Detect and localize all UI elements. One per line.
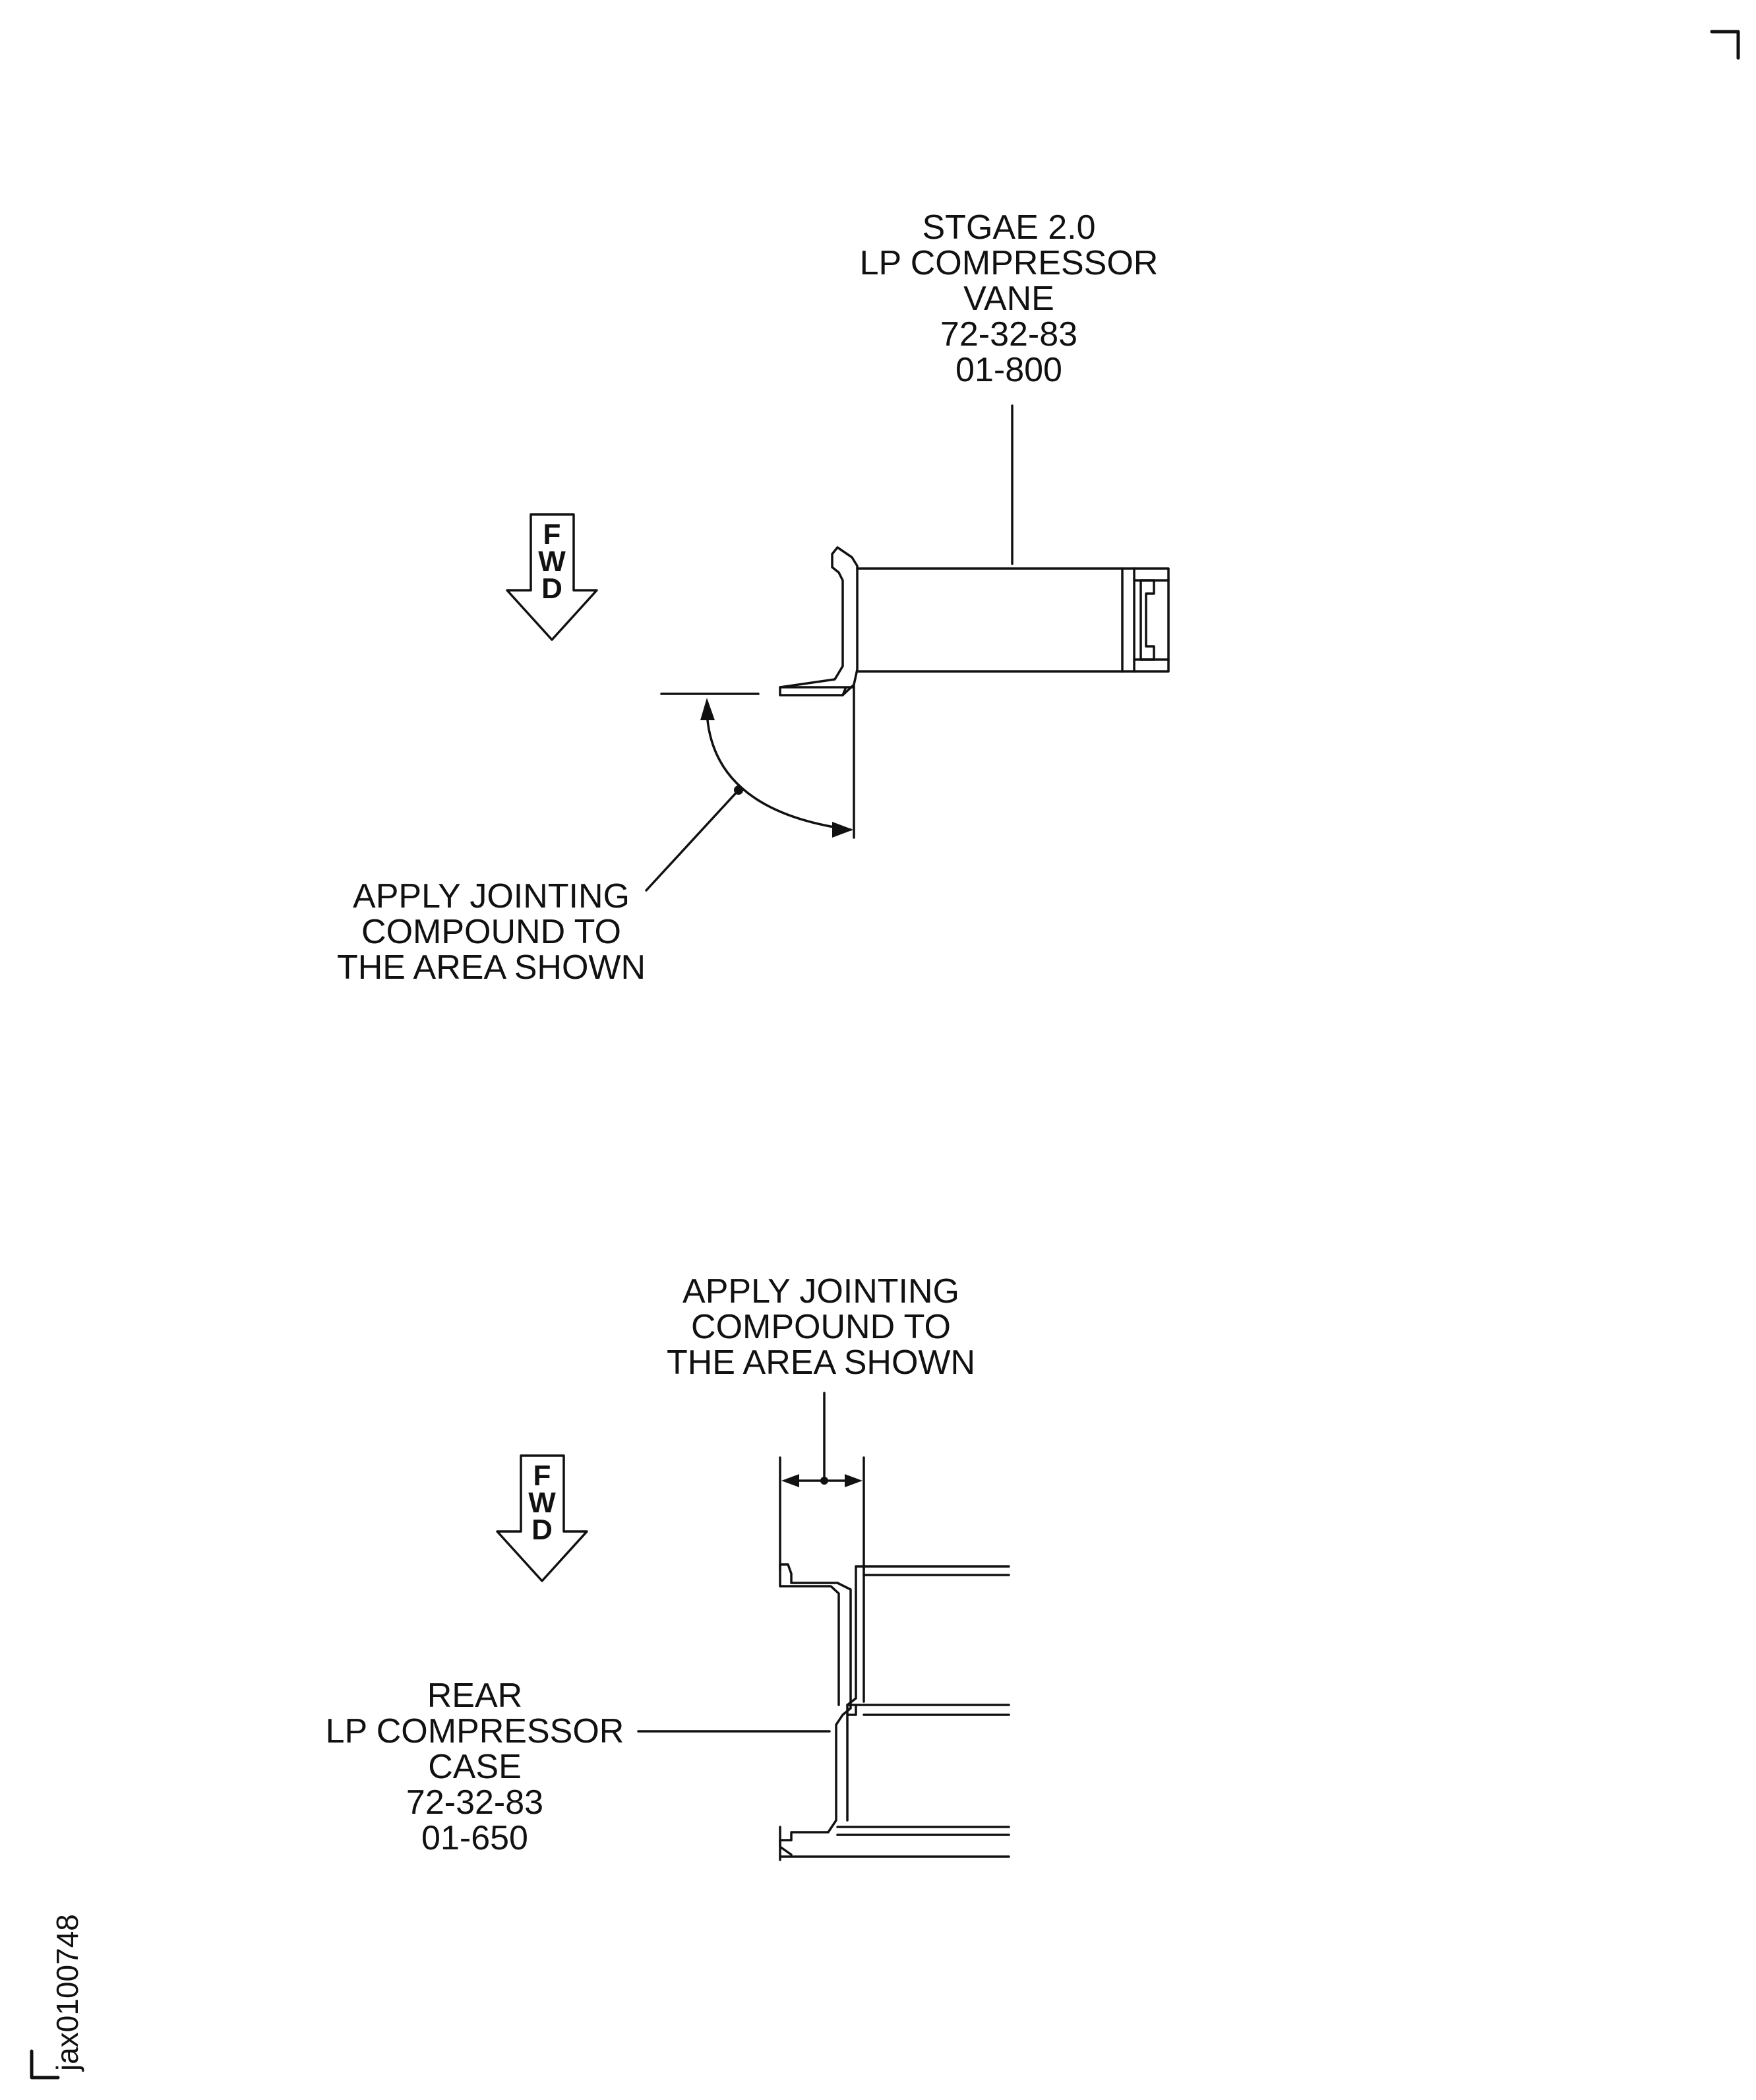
callout-label-bottom-line-3: THE AREA SHOWN [667, 1343, 975, 1382]
callout-label-top-line-1: APPLY JOINTING [353, 877, 630, 915]
fwd-letter-f: F [533, 1460, 551, 1492]
case-drawing [779, 1563, 1010, 1861]
vane-label-line-4: 72-32-83 [940, 315, 1077, 354]
callout-label-bottom-line-2: COMPOUND TO [691, 1308, 951, 1346]
application-area-arc [700, 698, 853, 838]
bottom-view: APPLY JOINTING COMPOUND TO THE AREA SHOW… [326, 1272, 1010, 1861]
fwd-arrow-bottom: F W D [496, 1454, 588, 1582]
corner-mark-top-right [1710, 30, 1740, 60]
application-width-dimension [781, 1474, 863, 1487]
fwd-letter-d: D [531, 1514, 553, 1546]
fwd-arrow-top: F W D [506, 513, 598, 641]
fwd-letter-w: W [538, 545, 566, 578]
fwd-letter-f: F [543, 518, 561, 551]
callout-leader-top [645, 789, 740, 892]
vane-label-line-3: VANE [963, 280, 1054, 318]
case-label-line-1: REAR [427, 1677, 522, 1715]
fwd-letter-w: W [528, 1487, 556, 1519]
vane-label-line-1: STGAE 2.0 [923, 208, 1096, 247]
corner-mark-bottom-left [30, 2049, 60, 2080]
case-label-line-5: 01-650 [421, 1819, 528, 1857]
callout-label-top-line-3: THE AREA SHOWN [337, 948, 646, 987]
vane-label-line-2: LP COMPRESSOR [860, 244, 1159, 282]
case-label-line-4: 72-32-83 [406, 1783, 543, 1822]
top-view: STGAE 2.0 LP COMPRESSOR VANE 72-32-83 01… [337, 208, 1170, 987]
figure-id: jax0100748 [50, 1914, 84, 2072]
case-label-line-3: CASE [428, 1748, 522, 1786]
case-label-line-2: LP COMPRESSOR [326, 1712, 624, 1750]
vane-label-line-5: 01-800 [955, 351, 1062, 389]
vane-drawing [779, 546, 1170, 696]
fwd-letter-d: D [541, 572, 562, 605]
callout-label-top-line-2: COMPOUND TO [361, 913, 621, 951]
callout-label-bottom-line-1: APPLY JOINTING [682, 1272, 959, 1311]
